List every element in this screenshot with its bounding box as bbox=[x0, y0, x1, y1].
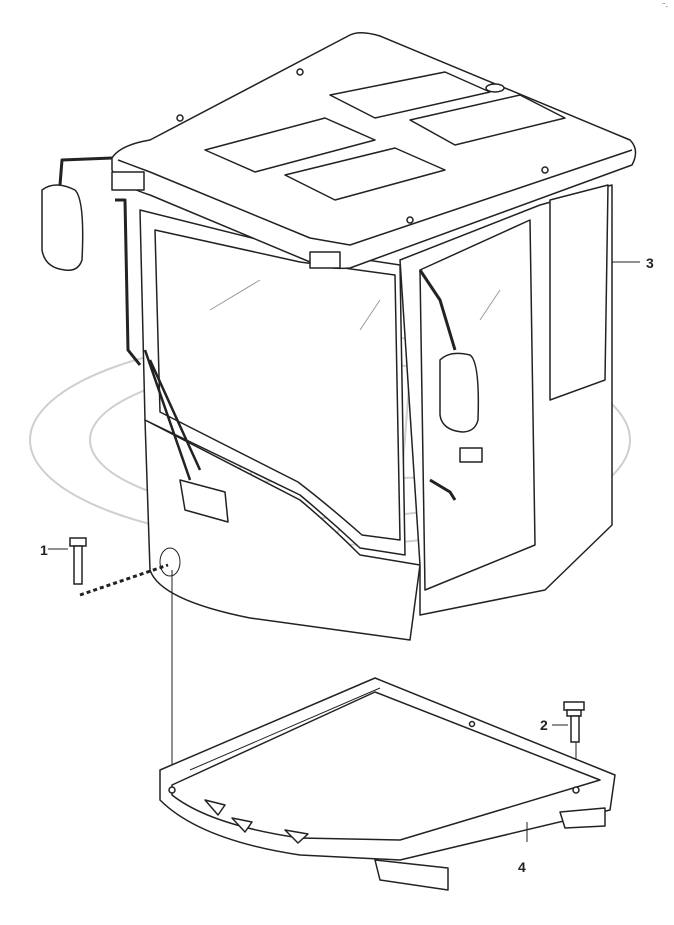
bolt-1-part bbox=[48, 537, 87, 585]
right-mirror bbox=[439, 352, 480, 433]
callout-label-3: 3 bbox=[646, 255, 654, 271]
callout-label-2: 2 bbox=[540, 717, 548, 733]
corner-mark: ˜- bbox=[662, 2, 668, 11]
callout-label-4: 4 bbox=[518, 859, 526, 875]
left-mirror bbox=[41, 184, 84, 272]
right-mirror-arm bbox=[418, 269, 457, 351]
operator-cab bbox=[41, 32, 637, 641]
front-wiper bbox=[143, 349, 202, 481]
bolt-2-part bbox=[552, 701, 585, 743]
cab-roof bbox=[111, 32, 637, 270]
left-mirror-arm bbox=[58, 156, 142, 366]
cab-lower-body bbox=[144, 419, 421, 641]
cab-side-window bbox=[549, 184, 609, 401]
callout-label-1: 1 bbox=[40, 542, 48, 558]
cab-floor-plate bbox=[159, 261, 640, 891]
